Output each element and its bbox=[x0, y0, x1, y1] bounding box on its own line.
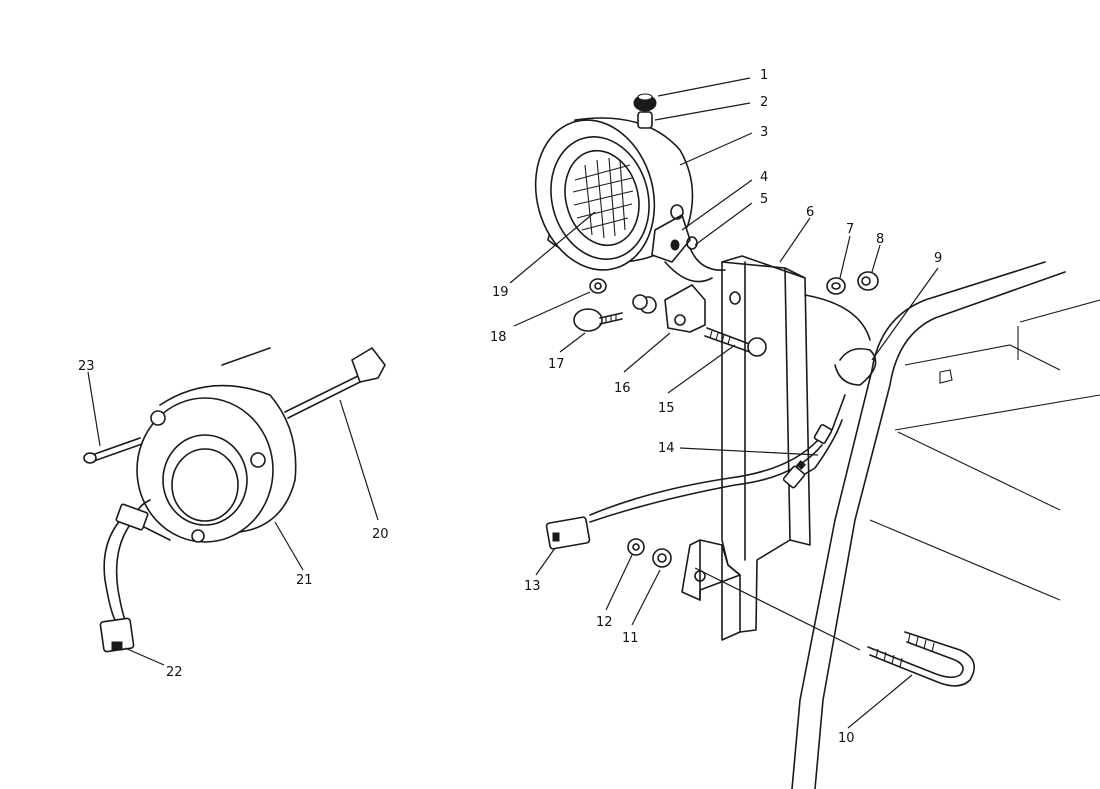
cab-frame bbox=[791, 261, 1100, 789]
callout-14: 14 bbox=[658, 441, 675, 456]
callout-1: 1 bbox=[760, 68, 768, 83]
wiring-harness bbox=[545, 294, 877, 550]
callout-10: 10 bbox=[838, 731, 855, 746]
callout-7: 7 bbox=[846, 222, 854, 237]
callout-21: 21 bbox=[296, 573, 313, 588]
round-lamp-assembly bbox=[83, 347, 386, 653]
hardware bbox=[573, 271, 976, 687]
callout-20: 20 bbox=[372, 527, 389, 542]
callout-13: 13 bbox=[524, 579, 541, 594]
callout-17: 17 bbox=[548, 357, 565, 372]
callout-6: 6 bbox=[806, 205, 814, 220]
callout-5: 5 bbox=[760, 192, 768, 207]
callout-9: 9 bbox=[934, 251, 942, 266]
callout-4: 4 bbox=[760, 170, 768, 185]
callout-2: 2 bbox=[760, 95, 768, 110]
callout-12: 12 bbox=[596, 615, 613, 630]
callout-labels: 1 2 3 4 5 6 7 8 9 10 11 12 13 14 15 16 1… bbox=[78, 68, 942, 746]
callout-8: 8 bbox=[876, 232, 884, 247]
lens-grid bbox=[572, 157, 634, 239]
leader-lines bbox=[87, 77, 939, 729]
mounting-bracket bbox=[681, 255, 811, 641]
callout-16: 16 bbox=[614, 381, 631, 396]
callout-11: 11 bbox=[622, 631, 639, 646]
callout-15: 15 bbox=[658, 401, 675, 416]
work-light-assembly bbox=[534, 93, 726, 283]
callout-22: 22 bbox=[166, 665, 183, 680]
callout-18: 18 bbox=[490, 330, 507, 345]
callout-23: 23 bbox=[78, 359, 95, 374]
callout-19: 19 bbox=[492, 285, 509, 300]
callout-3: 3 bbox=[760, 125, 768, 140]
